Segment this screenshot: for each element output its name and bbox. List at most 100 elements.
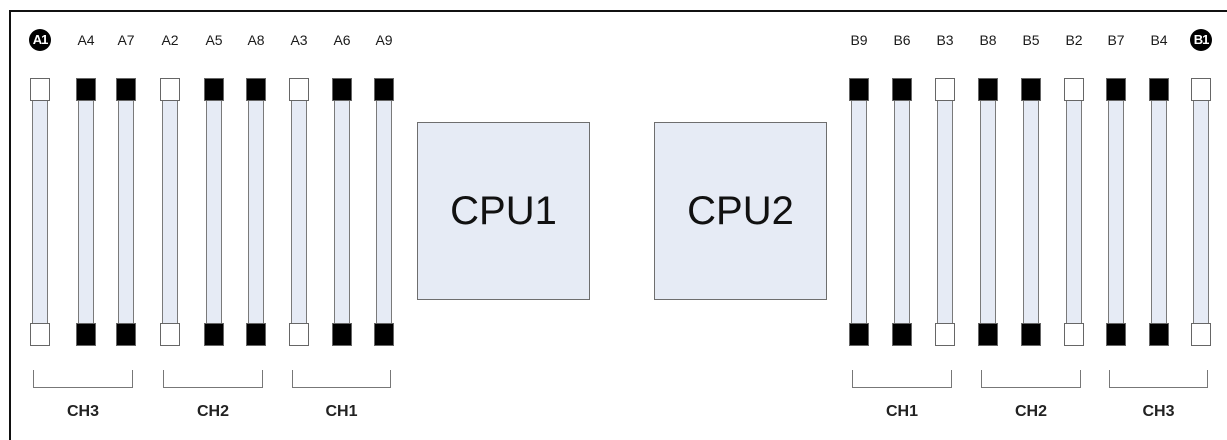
dimm-slot-a2 [160,78,180,346]
populated-latch-top [374,78,394,101]
populated-latch-bottom [374,323,394,346]
slot-body [1066,100,1082,324]
slot-label-b8: B8 [979,32,997,48]
slot-body [851,100,867,324]
slot-body [1108,100,1124,324]
populated-latch-bottom [849,323,869,346]
dimm-slot-b7 [1106,78,1126,346]
channel-label-ch1: CH1 [885,403,918,420]
slot-body [1023,100,1039,324]
dimm-slot-a3 [289,78,309,346]
slot-label-a8: A8 [247,32,265,48]
channel-label-ch1: CH1 [325,403,358,420]
channel-label-ch3: CH3 [66,403,99,420]
populated-latch-top [1106,78,1126,101]
dimm-slot-a1 [30,78,50,346]
empty-latch-top [160,78,180,101]
dimm-slot-a5 [204,78,224,346]
populated-latch-top [204,78,224,101]
empty-latch-bottom [160,323,180,346]
slot-label-a9: A9 [375,32,393,48]
channel-bracket-ch2 [981,370,1081,388]
populated-latch-bottom [892,323,912,346]
memory-slot-diagram: CPU1 CPU2 A1 A4 A7 A2 A5 A8 A3 A6 A9 B9 B6 B3 B8 B5 B2… [9,10,1227,440]
dimm-slot-a6 [332,78,352,346]
slot-label-b1: B1 [1190,29,1212,51]
slot-body [937,100,953,324]
slot-body [248,100,264,324]
populated-latch-bottom [246,323,266,346]
slot-label-a4: A4 [77,32,95,48]
slot-label-a2: A2 [161,32,179,48]
slot-label-b5: B5 [1022,32,1040,48]
dimm-slot-b9 [849,78,869,346]
board-outline [9,10,1227,440]
populated-latch-bottom [978,323,998,346]
populated-latch-bottom [1021,323,1041,346]
slot-label-b2: B2 [1065,32,1083,48]
empty-latch-top [30,78,50,101]
slot-label-b6: B6 [893,32,911,48]
slot-label-b3: B3 [936,32,954,48]
slot-label-b9: B9 [850,32,868,48]
dimm-slot-a8 [246,78,266,346]
slot-label-a6: A6 [333,32,351,48]
cpu2-label: CPU2 [687,188,794,233]
channel-bracket-ch3 [33,370,133,388]
dimm-slot-a4 [76,78,96,346]
populated-latch-top [116,78,136,101]
slot-body [1193,100,1209,324]
dimm-slot-b8 [978,78,998,346]
slot-body [980,100,996,324]
slot-label-a7: A7 [117,32,135,48]
dimm-slot-b6 [892,78,912,346]
cpu1-label: CPU1 [450,188,557,233]
empty-latch-bottom [935,323,955,346]
cpu2-block: CPU2 [654,122,827,300]
populated-latch-top [332,78,352,101]
cpu1-block: CPU1 [417,122,590,300]
populated-latch-bottom [204,323,224,346]
populated-latch-top [849,78,869,101]
slot-body [291,100,307,324]
dimm-slot-a9 [374,78,394,346]
empty-latch-top [289,78,309,101]
slot-label-a1: A1 [29,29,51,51]
slot-body [32,100,48,324]
slot-label-b4: B4 [1150,32,1168,48]
dimm-slot-b4 [1149,78,1169,346]
empty-latch-bottom [289,323,309,346]
channel-label-ch3: CH3 [1142,403,1175,420]
empty-latch-top [935,78,955,101]
slot-label-a5: A5 [205,32,223,48]
channel-bracket-ch1 [292,370,391,388]
slot-body [162,100,178,324]
channel-label-ch2: CH2 [1014,403,1047,420]
dimm-slot-b2 [1064,78,1084,346]
populated-latch-top [978,78,998,101]
slot-body [1151,100,1167,324]
channel-bracket-ch1 [852,370,952,388]
slot-body [206,100,222,324]
populated-latch-bottom [332,323,352,346]
dimm-slot-b5 [1021,78,1041,346]
empty-latch-bottom [1191,323,1211,346]
channel-bracket-ch3 [1109,370,1208,388]
channel-bracket-ch2 [163,370,263,388]
populated-latch-bottom [1149,323,1169,346]
populated-latch-top [246,78,266,101]
empty-latch-bottom [30,323,50,346]
slot-body [118,100,134,324]
populated-latch-top [892,78,912,101]
empty-latch-top [1191,78,1211,101]
slot-label-b7: B7 [1107,32,1125,48]
empty-latch-bottom [1064,323,1084,346]
slot-body [376,100,392,324]
dimm-slot-a7 [116,78,136,346]
populated-latch-bottom [1106,323,1126,346]
populated-latch-top [1021,78,1041,101]
populated-latch-top [1149,78,1169,101]
dimm-slot-b1 [1191,78,1211,346]
slot-label-a3: A3 [290,32,308,48]
slot-body [78,100,94,324]
